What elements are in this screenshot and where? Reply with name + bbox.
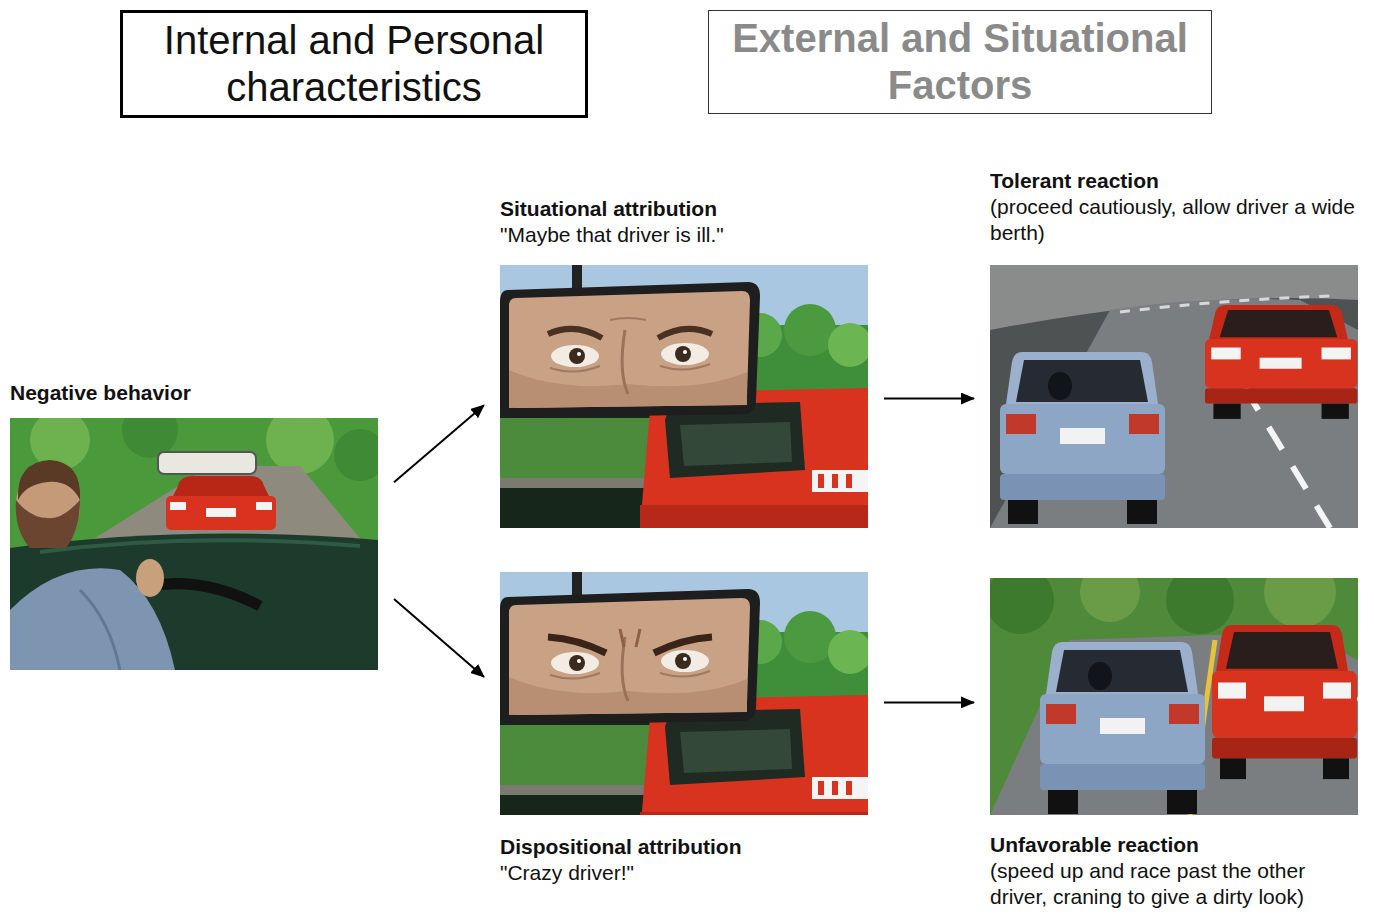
unfavorable-road-illustration-part [1040, 642, 1205, 814]
tolerant-road-illustration-part [990, 299, 1358, 528]
unfavorable-road-illustration-part [990, 578, 1054, 634]
driver-view-illustration-part [18, 460, 80, 500]
driver-view-illustration [10, 418, 378, 670]
factor-box: External and Situational Factors [708, 10, 1212, 114]
caption-group: Dispositional attribution"Crazy driver!" [500, 834, 868, 886]
factor-box: Internal and Personal characteristics [120, 10, 588, 118]
panel-caption: "Maybe that driver is ill." [500, 222, 868, 248]
driver-view-illustration-part [256, 502, 272, 510]
panel-heading: Dispositional attribution [500, 834, 868, 860]
unfavorable-road-illustration-part [1166, 578, 1234, 634]
angry-mirror-illustration-part-part [654, 637, 712, 653]
driver-view-illustration-part [334, 429, 378, 481]
illustrated-panel: Unfavorable reaction(speed up and race p… [990, 578, 1362, 914]
caption-group: Unfavorable reaction(speed up and race p… [990, 832, 1362, 910]
worried-mirror-illustration-part [658, 329, 712, 338]
panel-caption: "Crazy driver!" [500, 860, 868, 886]
panel-caption: (proceed cautiously, allow driver a wide… [990, 194, 1362, 246]
tolerant-road-illustration-part [1205, 305, 1357, 419]
driver-view-illustration-part [172, 476, 270, 498]
tolerant-road-illustration [990, 265, 1358, 528]
unfavorable-road-illustration-part [1264, 578, 1336, 628]
illustrated-panel: Dispositional attribution"Crazy driver!" [500, 572, 868, 890]
driver-view-illustration-part [16, 500, 80, 548]
angry-mirror-illustration-part-part [548, 637, 606, 653]
panel-caption: (speed up and race past the other driver… [990, 858, 1362, 910]
arrow-connector [394, 405, 484, 482]
driver-view-illustration-part [158, 452, 256, 474]
driver-view-illustration-part [10, 534, 378, 670]
factor-label: Internal and Personal characteristics [135, 17, 573, 111]
tolerant-road-illustration-part [990, 265, 1358, 528]
driver-view-illustration-part [170, 502, 186, 510]
angry-mirror-illustration-part [500, 572, 868, 815]
worried-mirror-illustration [500, 265, 868, 528]
driver-view-illustration-part [136, 559, 164, 597]
worried-mirror-illustration-part [500, 265, 868, 528]
arrow-connector [884, 398, 974, 400]
factor-label: External and Situational Factors [721, 15, 1199, 109]
caption-group: Negative behavior [10, 380, 378, 406]
driver-view-illustration-part [266, 418, 334, 474]
angry-mirror-illustration-part-part [500, 572, 868, 815]
panel-heading: Situational attribution [500, 196, 868, 222]
unfavorable-road-illustration-part [1212, 625, 1357, 779]
panel-heading: Unfavorable reaction [990, 832, 1362, 858]
panel-heading: Negative behavior [10, 380, 378, 406]
driver-view-illustration-part [166, 496, 276, 530]
arrow-connector [884, 701, 974, 703]
illustrated-panel: Tolerant reaction(proceed cautiously, al… [990, 168, 1362, 528]
worried-mirror-illustration-part [610, 318, 646, 320]
driver-view-illustration-part [206, 508, 236, 517]
driver-view-illustration-part [40, 540, 360, 552]
unfavorable-road-illustration [990, 578, 1358, 815]
illustrated-panel: Situational attribution"Maybe that drive… [500, 196, 868, 528]
worried-mirror-illustration-part [548, 329, 602, 338]
unfavorable-road-illustration-part [1080, 578, 1140, 622]
caption-group: Situational attribution"Maybe that drive… [500, 196, 868, 248]
driver-view-illustration-part [80, 590, 120, 670]
caption-group: Tolerant reaction(proceed cautiously, al… [990, 168, 1362, 246]
angry-mirror-illustration-part-part [620, 629, 640, 647]
angry-mirror-illustration [500, 572, 868, 815]
arrow-connector [394, 599, 484, 677]
panel-heading: Tolerant reaction [990, 168, 1362, 194]
illustrated-panel: Negative behavior [10, 380, 378, 672]
tolerant-road-illustration-part [1000, 352, 1165, 524]
